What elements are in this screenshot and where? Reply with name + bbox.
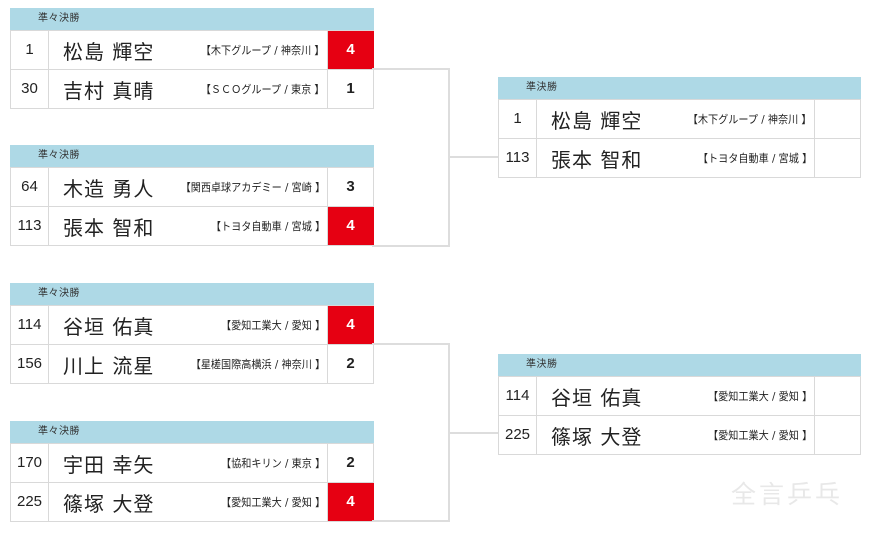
match-semifinal-2[interactable]: 準決勝 114 谷垣 佑真 【愛知工業大 / 愛知 】 225 篠塚 大登 【愛… (498, 354, 861, 455)
site-watermark: 全言乒乓 (730, 480, 843, 509)
player-row[interactable]: 170 宇田 幸矢 【協和キリン / 東京 】 2 (11, 444, 374, 483)
player-name: 張本 智和 (63, 215, 155, 240)
player-name: 木造 勇人 (63, 176, 155, 201)
bracket-connector-line (372, 245, 450, 247)
player-affiliation: 【ＳＣＯグループ / 東京 】 (201, 83, 325, 96)
player-name: 松島 輝空 (551, 108, 643, 133)
match-round-label: 準々決勝 (10, 283, 374, 305)
match-player-rows: 1 松島 輝空 【木下グループ / 神奈川 】 4 30 吉村 真晴 【ＳＣＯグ… (10, 30, 374, 109)
player-score (815, 100, 861, 138)
player-score (815, 416, 861, 454)
player-row[interactable]: 30 吉村 真晴 【ＳＣＯグループ / 東京 】 1 (11, 70, 374, 109)
bracket-connector-line (372, 343, 450, 345)
player-row[interactable]: 114 谷垣 佑真 【愛知工業大 / 愛知 】 (499, 377, 861, 416)
player-info: 松島 輝空 【木下グループ / 神奈川 】 (49, 31, 328, 69)
player-score: 4 (328, 207, 374, 245)
match-round-label: 準々決勝 (10, 8, 374, 30)
player-row[interactable]: 225 篠塚 大登 【愛知工業大 / 愛知 】 4 (11, 483, 374, 522)
player-seed: 64 (11, 168, 49, 206)
match-player-rows: 114 谷垣 佑真 【愛知工業大 / 愛知 】 225 篠塚 大登 【愛知工業大… (498, 376, 861, 455)
player-affiliation: 【トヨタ自動車 / 宮城 】 (210, 220, 325, 233)
player-name: 吉村 真晴 (63, 78, 155, 103)
player-score (815, 377, 861, 415)
player-name: 宇田 幸矢 (63, 452, 155, 477)
player-seed: 1 (11, 31, 49, 69)
player-info: 宇田 幸矢 【協和キリン / 東京 】 (49, 444, 328, 482)
player-score: 4 (328, 483, 374, 521)
bracket-connector-line (372, 520, 450, 522)
player-info: 松島 輝空 【木下グループ / 神奈川 】 (537, 100, 815, 138)
player-info: 木造 勇人 【関西卓球アカデミー / 宮崎 】 (49, 168, 328, 206)
player-row[interactable]: 113 張本 智和 【トヨタ自動車 / 宮城 】 4 (11, 207, 374, 246)
player-score: 2 (328, 444, 374, 482)
player-seed: 114 (499, 377, 537, 415)
player-info: 川上 流星 【星槎国際高横浜 / 神奈川 】 (49, 345, 328, 383)
player-name: 川上 流星 (63, 353, 155, 378)
player-score: 2 (328, 345, 374, 383)
player-seed: 113 (499, 139, 537, 177)
player-seed: 30 (11, 70, 49, 108)
player-row[interactable]: 156 川上 流星 【星槎国際高横浜 / 神奈川 】 2 (11, 345, 374, 384)
match-round-label: 準決勝 (498, 354, 861, 376)
player-seed: 113 (11, 207, 49, 245)
player-name: 張本 智和 (551, 147, 643, 172)
player-info: 張本 智和 【トヨタ自動車 / 宮城 】 (537, 139, 815, 177)
player-name: 篠塚 大登 (551, 424, 643, 449)
player-score (815, 139, 861, 177)
match-round-label: 準決勝 (498, 77, 861, 99)
player-affiliation: 【木下グループ / 神奈川 】 (688, 113, 812, 126)
player-seed: 1 (499, 100, 537, 138)
player-name: 松島 輝空 (63, 39, 155, 64)
player-name: 篠塚 大登 (63, 491, 155, 516)
player-seed: 114 (11, 306, 49, 344)
player-affiliation: 【愛知工業大 / 愛知 】 (220, 319, 325, 332)
player-seed: 170 (11, 444, 49, 482)
match-quarterfinal-3[interactable]: 準々決勝 114 谷垣 佑真 【愛知工業大 / 愛知 】 4 156 川上 流星… (10, 283, 374, 384)
bracket-connector-line (448, 156, 500, 158)
player-score: 3 (328, 168, 374, 206)
match-quarterfinal-4[interactable]: 準々決勝 170 宇田 幸矢 【協和キリン / 東京 】 2 225 篠塚 大登… (10, 421, 374, 522)
player-score: 4 (328, 306, 374, 344)
player-affiliation: 【愛知工業大 / 愛知 】 (707, 390, 812, 403)
match-player-rows: 170 宇田 幸矢 【協和キリン / 東京 】 2 225 篠塚 大登 【愛知工… (10, 443, 374, 522)
player-row[interactable]: 114 谷垣 佑真 【愛知工業大 / 愛知 】 4 (11, 306, 374, 345)
player-info: 谷垣 佑真 【愛知工業大 / 愛知 】 (49, 306, 328, 344)
player-affiliation: 【愛知工業大 / 愛知 】 (707, 429, 812, 442)
match-semifinal-1[interactable]: 準決勝 1 松島 輝空 【木下グループ / 神奈川 】 113 張本 智和 【ト… (498, 77, 861, 178)
player-info: 谷垣 佑真 【愛知工業大 / 愛知 】 (537, 377, 815, 415)
player-row[interactable]: 64 木造 勇人 【関西卓球アカデミー / 宮崎 】 3 (11, 168, 374, 207)
player-row[interactable]: 225 篠塚 大登 【愛知工業大 / 愛知 】 (499, 416, 861, 455)
bracket-connector-line (372, 68, 450, 70)
player-score: 4 (328, 31, 374, 69)
player-info: 張本 智和 【トヨタ自動車 / 宮城 】 (49, 207, 328, 245)
player-seed: 225 (11, 483, 49, 521)
match-round-label: 準々決勝 (10, 421, 374, 443)
player-seed: 156 (11, 345, 49, 383)
match-quarterfinal-1[interactable]: 準々決勝 1 松島 輝空 【木下グループ / 神奈川 】 4 30 吉村 真晴 … (10, 8, 374, 109)
player-affiliation: 【協和キリン / 東京 】 (220, 457, 325, 470)
match-round-label: 準々決勝 (10, 145, 374, 167)
match-player-rows: 1 松島 輝空 【木下グループ / 神奈川 】 113 張本 智和 【トヨタ自動… (498, 99, 861, 178)
player-row[interactable]: 113 張本 智和 【トヨタ自動車 / 宮城 】 (499, 139, 861, 178)
player-affiliation: 【木下グループ / 神奈川 】 (201, 44, 325, 57)
player-affiliation: 【星槎国際高横浜 / 神奈川 】 (190, 358, 325, 371)
match-quarterfinal-2[interactable]: 準々決勝 64 木造 勇人 【関西卓球アカデミー / 宮崎 】 3 113 張本… (10, 145, 374, 246)
player-affiliation: 【トヨタ自動車 / 宮城 】 (697, 152, 812, 165)
match-player-rows: 114 谷垣 佑真 【愛知工業大 / 愛知 】 4 156 川上 流星 【星槎国… (10, 305, 374, 384)
player-info: 篠塚 大登 【愛知工業大 / 愛知 】 (49, 483, 328, 521)
player-row[interactable]: 1 松島 輝空 【木下グループ / 神奈川 】 4 (11, 31, 374, 70)
player-info: 篠塚 大登 【愛知工業大 / 愛知 】 (537, 416, 815, 454)
player-seed: 225 (499, 416, 537, 454)
player-score: 1 (328, 70, 374, 108)
match-player-rows: 64 木造 勇人 【関西卓球アカデミー / 宮崎 】 3 113 張本 智和 【… (10, 167, 374, 246)
player-name: 谷垣 佑真 (551, 385, 643, 410)
bracket-connector-line (448, 432, 500, 434)
player-affiliation: 【関西卓球アカデミー / 宮崎 】 (180, 181, 325, 194)
player-row[interactable]: 1 松島 輝空 【木下グループ / 神奈川 】 (499, 100, 861, 139)
player-name: 谷垣 佑真 (63, 314, 155, 339)
player-info: 吉村 真晴 【ＳＣＯグループ / 東京 】 (49, 70, 328, 108)
player-affiliation: 【愛知工業大 / 愛知 】 (220, 496, 325, 509)
